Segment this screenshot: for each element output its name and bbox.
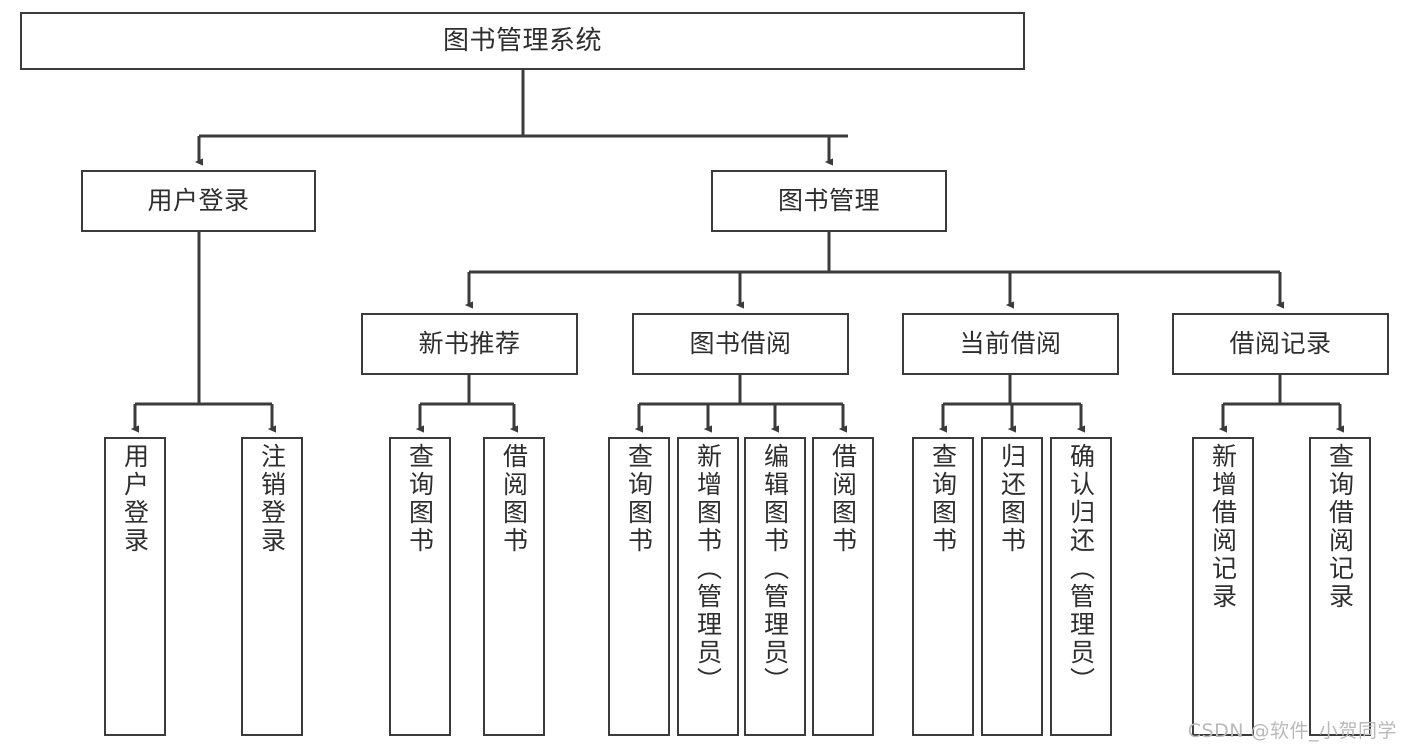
node-leaf-user-login[interactable]: 用户登录 (104, 437, 166, 736)
node-leaf-add-book[interactable]: 新增图书（管理员） (677, 437, 739, 736)
node-new-book-rec[interactable]: 新书推荐 (361, 313, 578, 375)
node-label-current-borrow: 当前借阅 (959, 329, 1062, 359)
node-leaf-confirm-return[interactable]: 确认归还（管理员） (1050, 437, 1112, 736)
node-label-user-login: 用户登录 (147, 186, 250, 216)
node-label-book-borrow: 图书借阅 (689, 329, 792, 359)
node-user-login[interactable]: 用户登录 (81, 170, 316, 232)
node-leaf-query-record[interactable]: 查询借阅记录 (1309, 437, 1371, 736)
node-label-leaf-confirm-return: 确认归还（管理员） (1066, 443, 1096, 695)
node-label-leaf-query-book-1: 查询图书 (405, 443, 435, 555)
node-label-leaf-add-record: 新增借阅记录 (1208, 443, 1238, 611)
node-leaf-edit-book[interactable]: 编辑图书（管理员） (744, 437, 806, 736)
node-borrow-record[interactable]: 借阅记录 (1172, 313, 1389, 375)
node-label-leaf-query-record: 查询借阅记录 (1325, 443, 1355, 611)
csdn-watermark: CSDN @软件_小贺同学 (1187, 720, 1397, 742)
node-label-leaf-query-book-2: 查询图书 (624, 443, 654, 555)
node-label-leaf-borrow-book-1: 借阅图书 (499, 443, 529, 555)
node-leaf-borrow-book-1[interactable]: 借阅图书 (483, 437, 545, 736)
node-leaf-query-book-1[interactable]: 查询图书 (389, 437, 451, 736)
node-leaf-add-record[interactable]: 新增借阅记录 (1192, 437, 1254, 736)
node-label-leaf-add-book: 新增图书（管理员） (693, 443, 723, 695)
node-label-new-book-rec: 新书推荐 (418, 329, 521, 359)
node-label-leaf-query-book-3: 查询图书 (928, 443, 958, 555)
node-leaf-logout[interactable]: 注销登录 (241, 437, 303, 736)
node-label-leaf-edit-book: 编辑图书（管理员） (760, 443, 790, 695)
node-root-system[interactable]: 图书管理系统 (20, 12, 1025, 70)
node-label-leaf-logout: 注销登录 (257, 443, 287, 555)
node-label-leaf-borrow-book-2: 借阅图书 (828, 443, 858, 555)
node-label-book-manage: 图书管理 (777, 186, 880, 216)
node-label-root: 图书管理系统 (442, 25, 602, 56)
node-book-borrow[interactable]: 图书借阅 (632, 313, 849, 375)
node-current-borrow[interactable]: 当前借阅 (902, 313, 1119, 375)
node-leaf-query-book-3[interactable]: 查询图书 (912, 437, 974, 736)
node-leaf-query-book-2[interactable]: 查询图书 (608, 437, 670, 736)
node-leaf-borrow-book-2[interactable]: 借阅图书 (812, 437, 874, 736)
node-label-leaf-return-book: 归还图书 (997, 443, 1027, 555)
node-label-leaf-user-login: 用户登录 (120, 443, 150, 555)
node-leaf-return-book[interactable]: 归还图书 (981, 437, 1043, 736)
node-label-borrow-record: 借阅记录 (1229, 329, 1332, 359)
node-book-manage[interactable]: 图书管理 (711, 170, 947, 232)
